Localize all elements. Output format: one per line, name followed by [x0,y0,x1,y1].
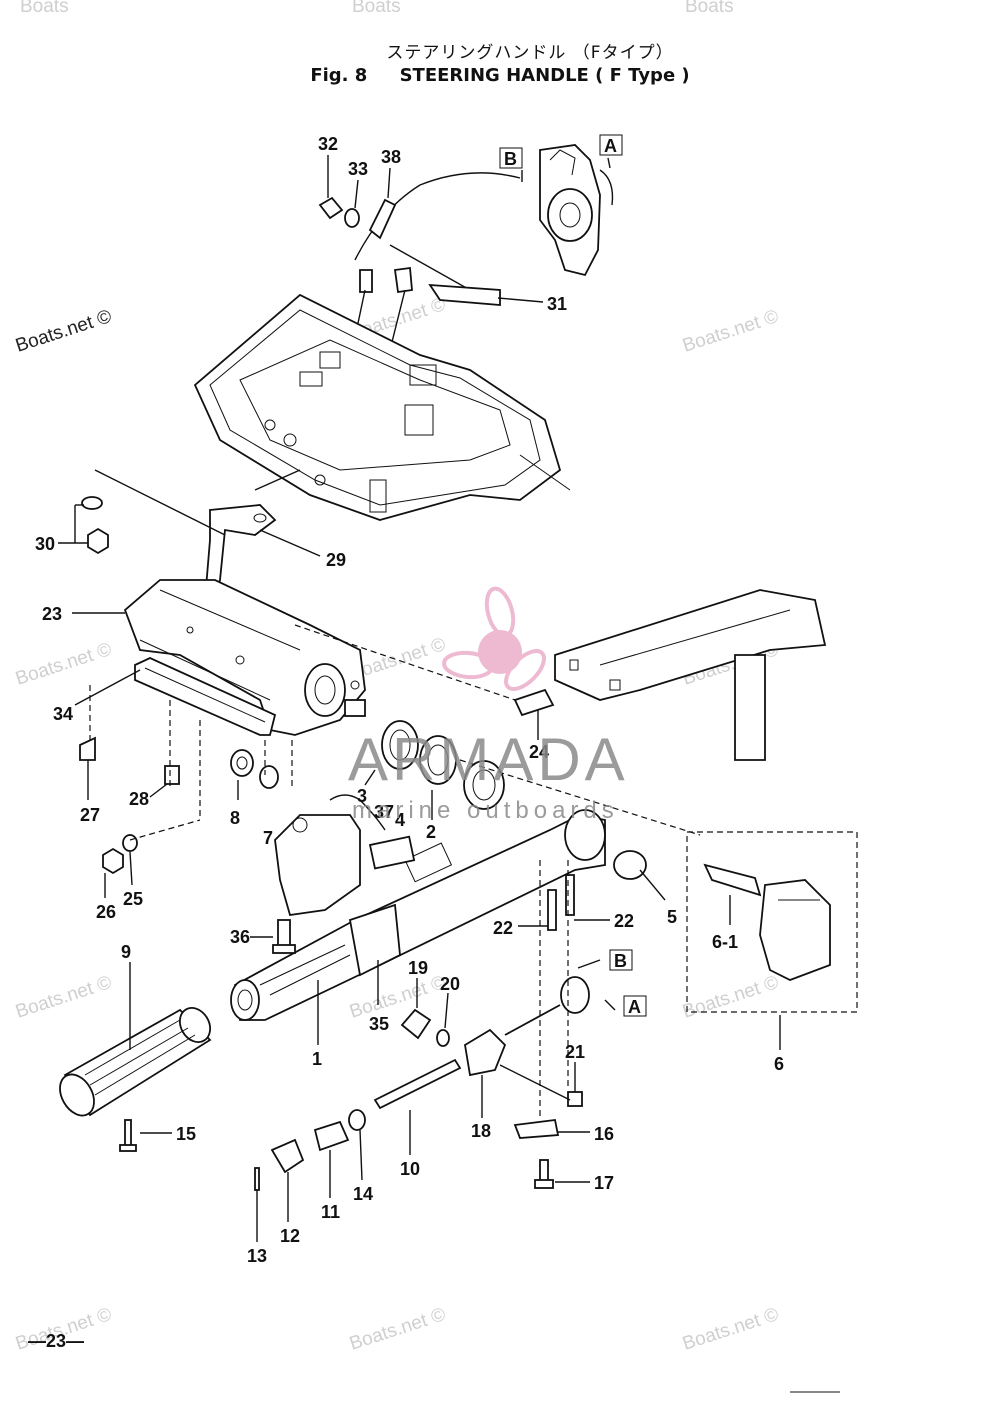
steering-bracket-23 [123,579,366,736]
callout-32: 32 [318,134,338,154]
callout-20: 20 [440,974,460,994]
page-number: —23— [28,1331,84,1351]
callout-8: 8 [230,808,240,828]
leader-lines [89,469,701,1120]
propeller-logo-icon [442,586,546,691]
callout-29: 29 [326,550,346,570]
figure-number: Fig. 8 [310,65,368,86]
callout-4: 4 [395,810,405,830]
callout-9: 9 [121,942,131,962]
callout-13: 13 [247,1246,267,1266]
ref-a-top: A [604,136,617,156]
callout-6-1: 6-1 [712,932,738,952]
ref-a-bottom: A [628,997,641,1017]
watermark-mid-3: Boats.net © [347,972,448,1023]
callout-22-right: 22 [614,911,634,931]
callouts: 1 2 3 4 5 6 6-1 7 8 9 10 11 12 13 14 15 … [35,134,784,1266]
watermark-left-dark: Boats.net © [13,306,114,357]
watermark-left-2: Boats.net © [13,639,114,690]
callout-28: 28 [129,789,149,809]
armada-logo: ARMADA marine outboards [348,586,629,824]
callout-22-left: 22 [493,918,513,938]
callout-17: 17 [594,1173,614,1193]
throttle-linkage-assembly [344,144,614,391]
plate-34 [134,657,277,736]
watermark-right-3: Boats.net © [680,972,781,1023]
washers-and-collars [230,720,647,880]
watermark-top-left: Boats [20,0,69,17]
callout-7: 7 [263,828,273,848]
ref-b-top: B [504,149,517,169]
grip-9 [59,1007,212,1117]
cover-6-assembly [686,831,858,1013]
callout-21: 21 [565,1042,585,1062]
callout-1: 1 [312,1049,322,1069]
watermark-top-mid: Boats [352,0,401,17]
callout-3: 3 [357,786,367,806]
callout-11: 11 [321,1202,340,1222]
watermark-right-1: Boats.net © [680,306,781,357]
callout-24: 24 [529,742,549,762]
callout-27: 27 [80,805,100,825]
callout-14: 14 [353,1184,373,1204]
callout-23: 23 [42,604,62,624]
callout-16: 16 [594,1124,614,1144]
callout-30: 30 [35,534,55,554]
callout-12: 12 [280,1226,300,1246]
bracket-29 [204,469,301,601]
callout-31: 31 [547,294,567,314]
brand-tagline: marine outboards [352,797,619,824]
reference-markers: B A B A [499,134,647,1017]
callout-35: 35 [369,1014,389,1034]
callout-2: 2 [426,822,436,842]
watermark-mid-4: Boats.net © [347,1304,448,1355]
callout-26: 26 [96,902,116,922]
watermark-top-right: Boats [685,0,734,17]
callout-15: 15 [176,1124,196,1144]
callout-6: 6 [774,1054,784,1074]
steering-arm [513,589,827,761]
callout-10: 10 [400,1159,420,1179]
brand-name: ARMADA [348,726,629,793]
callout-19: 19 [408,958,428,978]
watermark-right-4: Boats.net © [680,1304,781,1355]
stop-switch-37 [274,794,416,917]
ref-b-bottom: B [614,951,627,971]
callout-5: 5 [667,907,677,927]
figure-title: Fig. 8 STEERING HANDLE ( F Type ) [0,65,1000,86]
tiller-handle-1 [230,809,606,1021]
figure-title-english: STEERING HANDLE ( F Type ) [399,65,690,86]
title-japanese: ステアリングハンドル （Fタイプ） [386,43,674,63]
page-header: ステアリングハンドル （Fタイプ） Fig. 8 STEERING HANDLE… [0,38,1000,86]
callout-36: 36 [230,927,250,947]
small-parts [79,196,590,1191]
callout-25: 25 [123,889,143,909]
callout-37: 37 [374,802,394,822]
bolt-36 [272,919,296,954]
callout-18: 18 [471,1121,491,1141]
callout-34: 34 [53,704,73,724]
callout-38: 38 [381,147,401,167]
bottom-cowling [193,293,571,521]
callout-33: 33 [348,159,368,179]
watermark-left-3: Boats.net © [13,972,114,1023]
